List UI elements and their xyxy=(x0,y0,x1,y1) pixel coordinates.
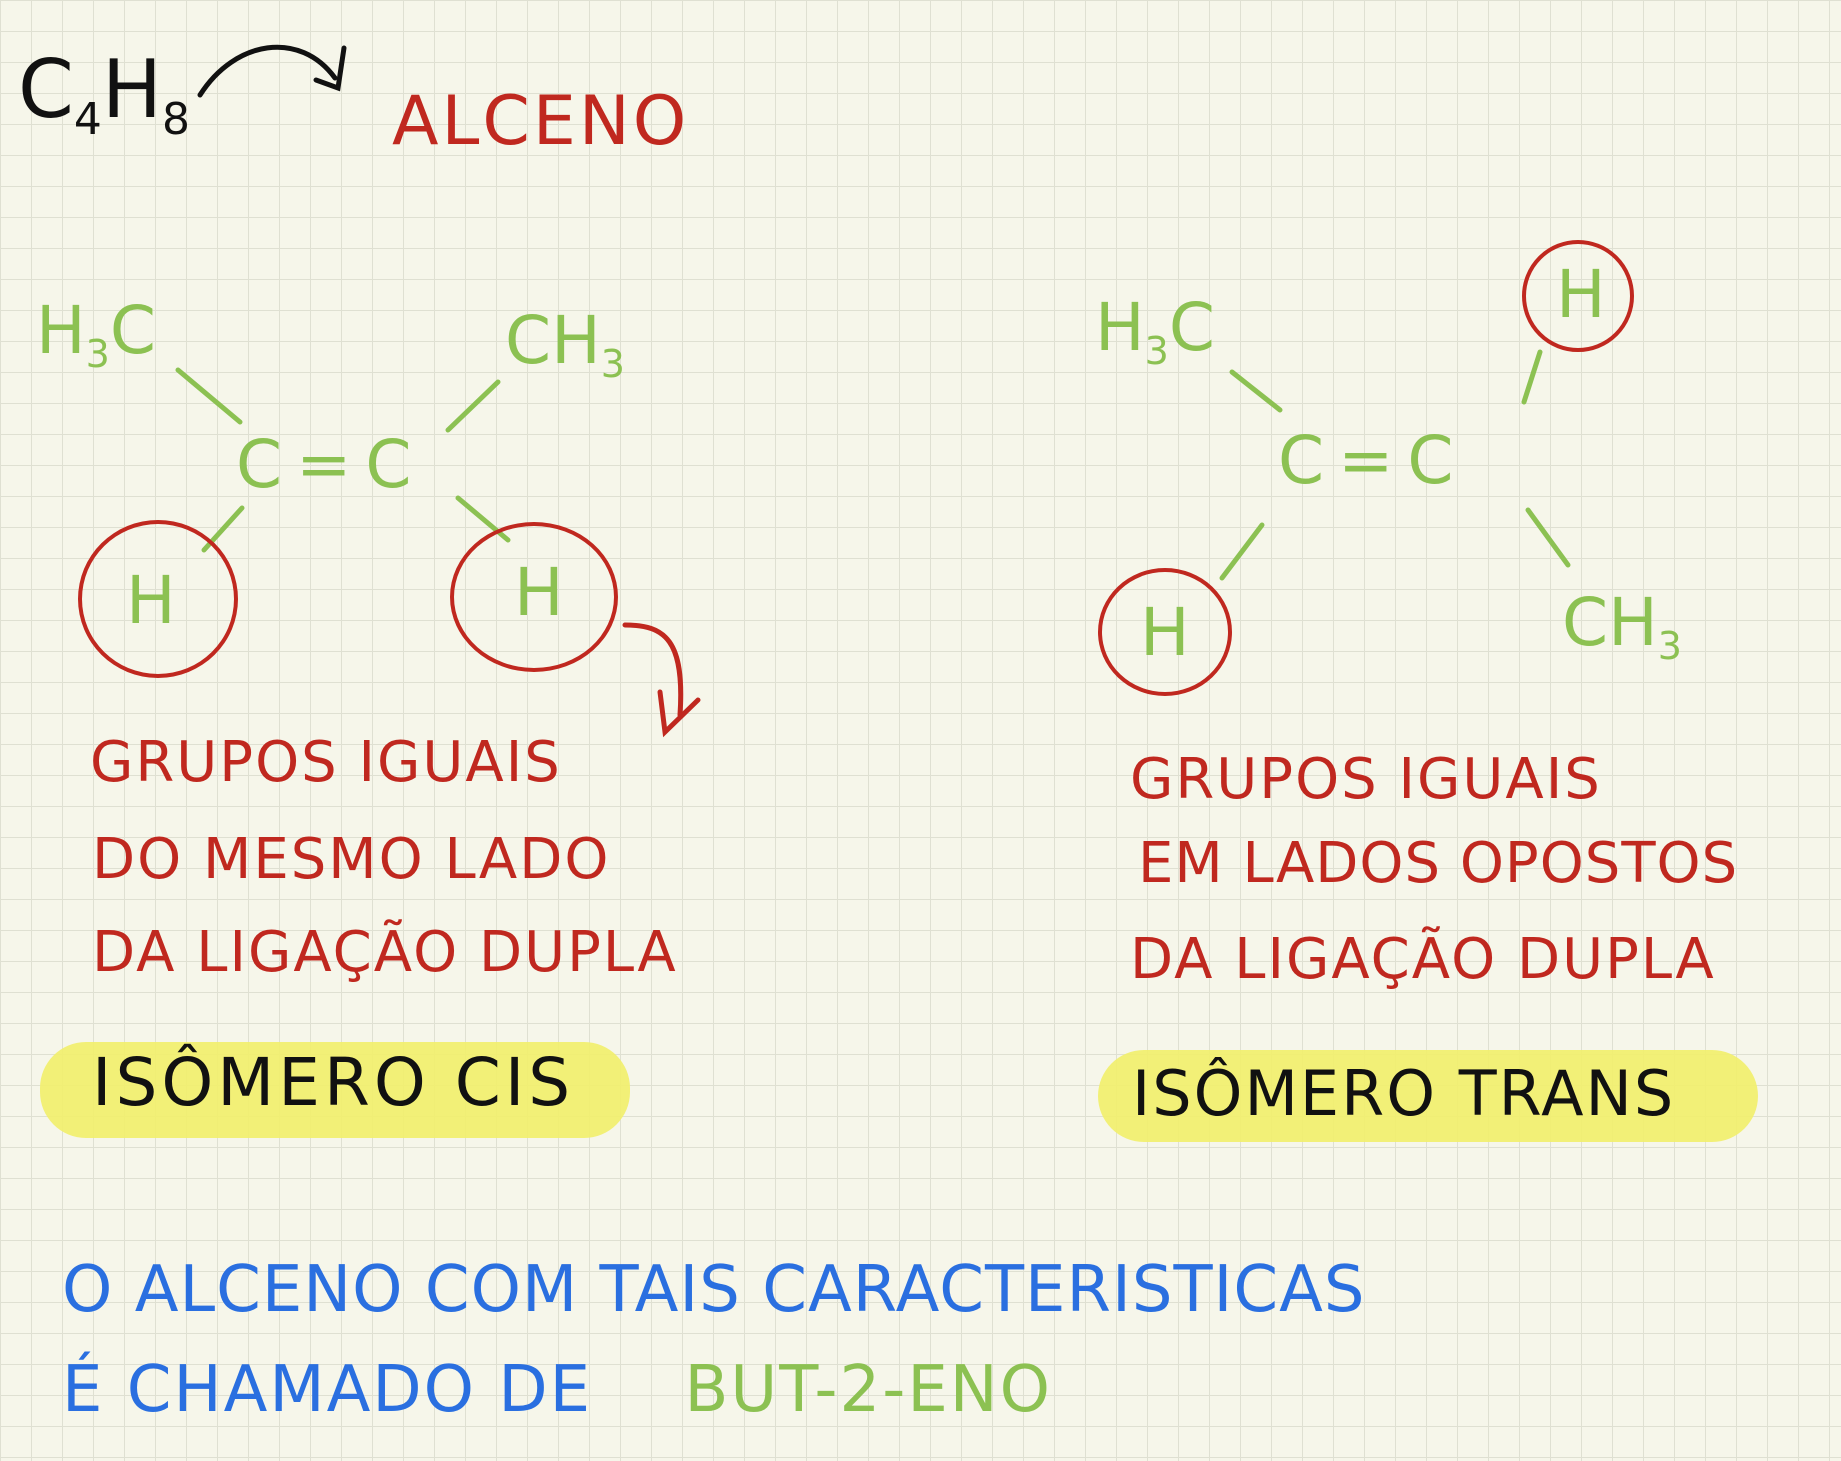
cis-right-group: CH3 xyxy=(505,308,625,387)
trans-bond-top-right xyxy=(1521,349,1543,405)
cis-note-line-2: DO MESMO LADO xyxy=(92,827,611,892)
trans-highlight xyxy=(1098,1050,1758,1142)
trans-bottom-right: CH3 xyxy=(1562,590,1682,669)
formula-h-sub: 8 xyxy=(162,94,191,145)
trans-double-bond: = xyxy=(1338,422,1408,499)
cis-main-chain: C=C xyxy=(236,432,426,498)
cis-left-group-h: H xyxy=(36,292,86,369)
cis-right-group-sub: 3 xyxy=(600,342,625,387)
trans-carbon-left: C xyxy=(1278,422,1339,499)
cis-left-group-sub: 3 xyxy=(85,332,110,377)
trans-left-group: H3C xyxy=(1095,295,1215,374)
cis-bond-ch3 xyxy=(445,379,501,433)
cis-double-bond: = xyxy=(296,426,366,503)
molecular-formula: C4H8 xyxy=(18,50,190,142)
cis-h-left: H xyxy=(126,562,176,639)
cis-h-left-circle xyxy=(78,520,238,678)
cis-name: ISÔMERO CIS xyxy=(92,1044,575,1121)
trans-note-line-2: EM LADOS OPOSTOS xyxy=(1138,831,1739,896)
cis-h-right: H xyxy=(514,554,564,631)
cis-left-group: H3C xyxy=(36,298,156,377)
cis-arrow xyxy=(622,622,684,718)
cis-bond-h3c xyxy=(175,367,243,425)
cis-right-group-ch: CH xyxy=(505,302,601,379)
trans-bottom-right-sub: 3 xyxy=(1657,624,1682,669)
formula-h: H xyxy=(101,43,163,136)
trans-left-group-c: C xyxy=(1168,289,1215,366)
trans-bond-bottom-left xyxy=(1219,522,1265,581)
footer-line-1: O ALCENO COM TAIS CARACTERISTICAS xyxy=(62,1253,1366,1327)
cis-h-right-circle xyxy=(450,522,618,672)
cis-highlight xyxy=(40,1042,630,1138)
footer-line-2: É CHAMADO DE BUT-2-ENO xyxy=(62,1358,1052,1422)
trans-bottom-right-ch: CH xyxy=(1562,584,1658,661)
class-label: ALCENO xyxy=(392,82,690,161)
trans-h-bottom-left-circle xyxy=(1098,568,1232,696)
trans-h-bottom-left: H xyxy=(1140,594,1190,671)
trans-main-chain: C=C xyxy=(1278,428,1468,494)
compound-name: BUT-2-ENO xyxy=(684,1353,1052,1427)
formula-c: C xyxy=(18,43,74,136)
cis-left-group-c: C xyxy=(109,292,156,369)
cis-arrow-head xyxy=(657,689,701,738)
formula-c-sub: 4 xyxy=(73,94,102,145)
trans-left-group-h: H xyxy=(1095,289,1145,366)
trans-top-right: H xyxy=(1556,256,1606,333)
trans-note-line-3: DA LIGAÇÃO DUPLA xyxy=(1130,927,1716,992)
trans-top-right-circle xyxy=(1522,240,1634,352)
trans-bond-h3c xyxy=(1229,369,1283,413)
header-arrow-head xyxy=(313,45,347,92)
footer-line-2-prefix: É CHAMADO DE xyxy=(62,1353,593,1427)
cis-carbon-left: C xyxy=(236,426,297,503)
cis-note-line-1: GRUPOS IGUAIS xyxy=(90,730,562,795)
trans-left-group-sub: 3 xyxy=(1144,329,1169,374)
trans-bond-bottom-right xyxy=(1525,507,1571,568)
trans-note-line-1: GRUPOS IGUAIS xyxy=(1130,747,1602,812)
trans-carbon-right: C xyxy=(1407,422,1468,499)
header-arrow xyxy=(197,44,338,98)
trans-name: ISÔMERO TRANS xyxy=(1132,1057,1676,1130)
cis-carbon-right: C xyxy=(365,426,426,503)
cis-note-line-3: DA LIGAÇÃO DUPLA xyxy=(92,920,678,985)
